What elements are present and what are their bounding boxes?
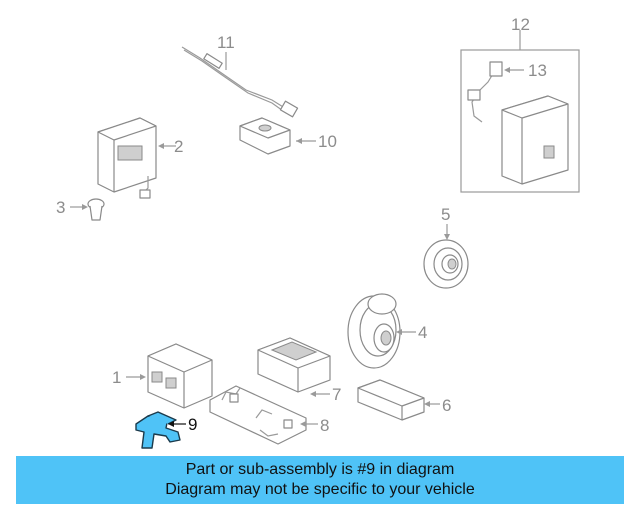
part-11-antenna-cable[interactable] <box>181 46 299 118</box>
part-2-control-module[interactable] <box>97 117 157 199</box>
part-4-speaker[interactable] <box>347 293 401 369</box>
callout-7[interactable]: 7 <box>332 385 341 404</box>
info-banner: Part or sub-assembly is #9 in diagram Di… <box>16 456 624 504</box>
callout-2[interactable]: 2 <box>174 137 183 156</box>
callout-13[interactable]: 13 <box>528 61 547 80</box>
part-9-bracket-highlighted[interactable] <box>135 411 181 449</box>
callout-10[interactable]: 10 <box>318 132 337 151</box>
part-7-receiver-unit[interactable] <box>257 337 331 393</box>
banner-line-part: Part or sub-assembly is #9 in diagram <box>185 461 455 478</box>
callout-3[interactable]: 3 <box>56 198 65 217</box>
part-3-clip[interactable] <box>87 198 105 221</box>
part-12-assembly-box[interactable] <box>460 0 580 193</box>
callout-4[interactable]: 4 <box>418 323 427 342</box>
part-6-control-box[interactable] <box>357 379 425 421</box>
callout-8[interactable]: 8 <box>320 416 329 435</box>
callout-5[interactable]: 5 <box>441 205 450 224</box>
callout-6[interactable]: 6 <box>442 396 451 415</box>
part-8-mounting-bracket[interactable] <box>209 385 307 445</box>
callout-12[interactable]: 12 <box>511 15 530 34</box>
part-10-antenna-module[interactable] <box>239 117 291 155</box>
banner-line-disclaimer: Diagram may not be specific to your vehi… <box>165 481 475 498</box>
part-1-module[interactable] <box>147 343 213 409</box>
parts-diagram: 11 10 2 3 12 <box>56 0 580 449</box>
part-5-tweeter-speaker[interactable] <box>423 239 469 289</box>
callout-11[interactable]: 11 <box>217 33 235 52</box>
callout-9[interactable]: 9 <box>188 415 197 434</box>
callout-1[interactable]: 1 <box>112 368 121 387</box>
